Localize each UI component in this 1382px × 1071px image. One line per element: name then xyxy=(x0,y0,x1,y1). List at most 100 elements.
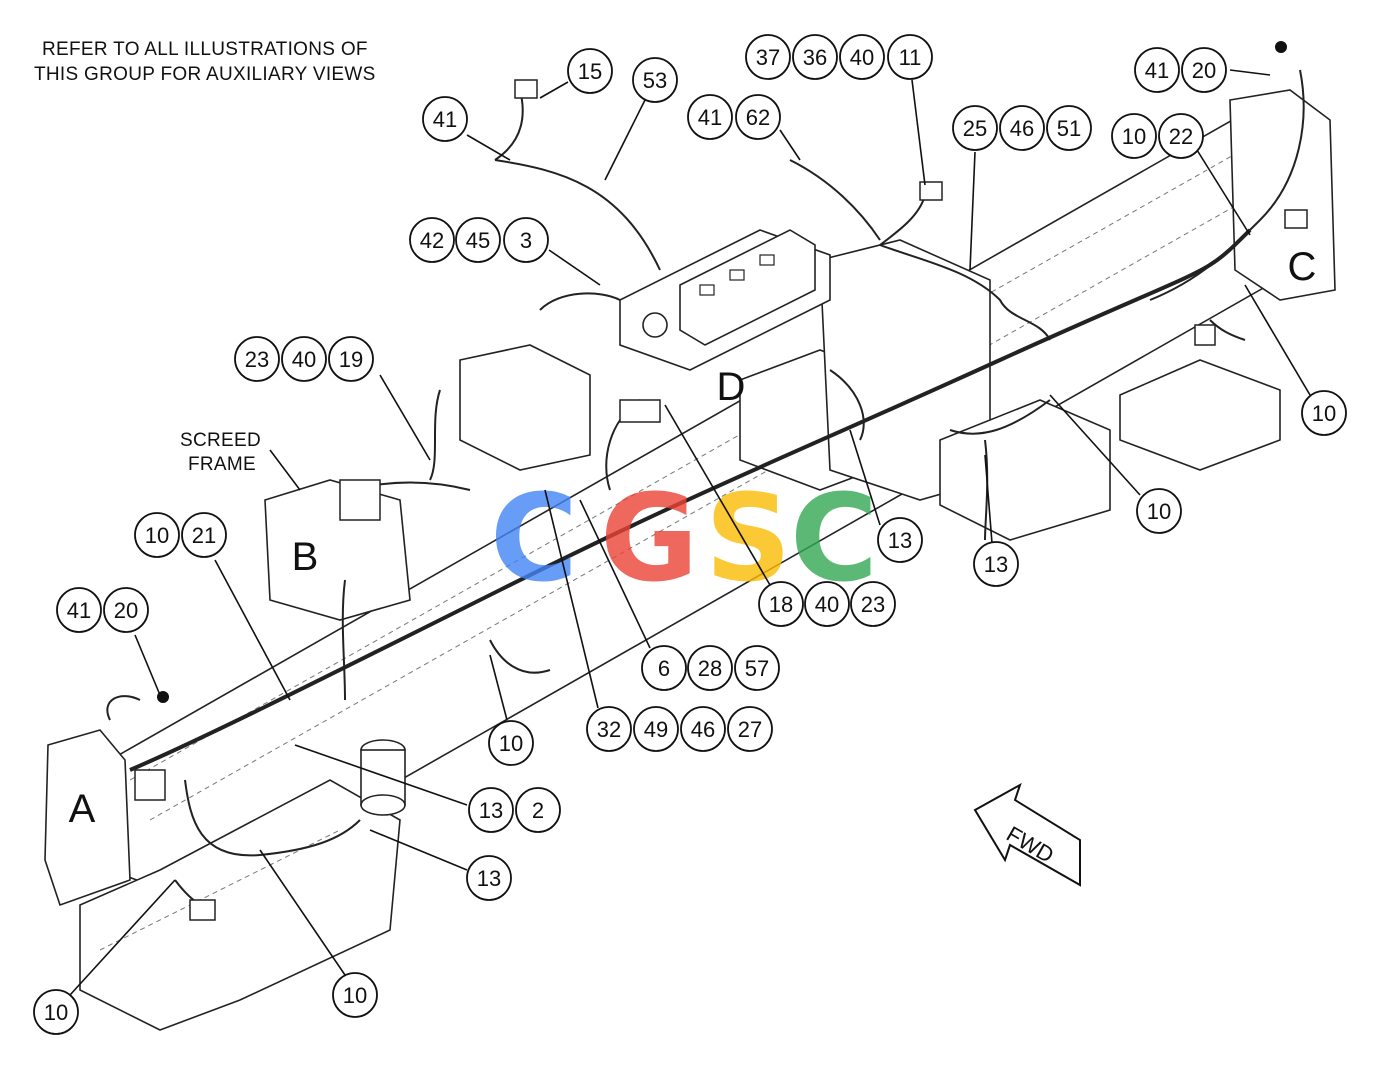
view-label-b: B xyxy=(292,535,319,579)
svg-text:10: 10 xyxy=(1147,499,1171,524)
callout-20: 20 xyxy=(1181,47,1227,93)
svg-text:25: 25 xyxy=(963,116,987,141)
svg-text:27: 27 xyxy=(738,717,762,742)
view-label-d: D xyxy=(717,365,746,409)
svg-text:11: 11 xyxy=(899,45,922,70)
svg-text:40: 40 xyxy=(292,347,316,372)
callout-6: 6 xyxy=(641,645,687,691)
svg-text:36: 36 xyxy=(803,45,827,70)
callout-42: 42 xyxy=(409,217,455,263)
svg-text:51: 51 xyxy=(1057,116,1081,141)
svg-text:15: 15 xyxy=(578,59,602,84)
callout-57: 57 xyxy=(734,645,780,691)
svg-text:49: 49 xyxy=(644,717,668,742)
svg-text:23: 23 xyxy=(245,347,269,372)
callout-28: 28 xyxy=(687,645,733,691)
svg-text:46: 46 xyxy=(1010,116,1034,141)
callout-32: 32 xyxy=(586,706,632,752)
svg-text:20: 20 xyxy=(114,598,138,623)
screed-leader xyxy=(269,449,301,491)
svg-text:41: 41 xyxy=(698,105,722,130)
callout-41: 41 xyxy=(422,96,468,142)
forward-arrow-icon: FWD xyxy=(973,782,1081,887)
screed-label-line1: SCREED xyxy=(180,430,261,451)
svg-text:41: 41 xyxy=(433,107,457,132)
callout-10: 10 xyxy=(1136,488,1182,534)
callout-49: 49 xyxy=(633,706,679,752)
svg-text:62: 62 xyxy=(746,105,770,130)
callout-22: 22 xyxy=(1158,113,1204,159)
svg-text:40: 40 xyxy=(815,592,839,617)
header-note-line1: REFER TO ALL ILLUSTRATIONS OF xyxy=(42,39,368,60)
callout-bubbles: 15 41 53 42 45 3 37 36 40 11 41 62 25 46… xyxy=(33,34,1347,1035)
svg-text:13: 13 xyxy=(984,552,1008,577)
callout-45: 45 xyxy=(455,217,501,263)
callout-2: 2 xyxy=(515,787,561,833)
callout-27: 27 xyxy=(727,706,773,752)
svg-text:32: 32 xyxy=(597,717,621,742)
watermark-letter-1: C xyxy=(490,470,578,609)
control-module xyxy=(619,229,831,371)
callout-13: 13 xyxy=(466,855,512,901)
callout-41: 41 xyxy=(1134,47,1180,93)
callout-15: 15 xyxy=(567,48,613,94)
svg-text:13: 13 xyxy=(477,866,501,891)
svg-text:10: 10 xyxy=(343,983,367,1008)
callout-40: 40 xyxy=(839,34,885,80)
svg-text:10: 10 xyxy=(1122,124,1146,149)
header-note-line2: THIS GROUP FOR AUXILIARY VIEWS xyxy=(34,64,376,85)
callout-10: 10 xyxy=(1111,113,1157,159)
callout-11: 11 xyxy=(887,34,933,80)
screed-label-line2: FRAME xyxy=(188,454,256,475)
svg-text:37: 37 xyxy=(756,45,780,70)
svg-text:45: 45 xyxy=(466,228,490,253)
callout-25: 25 xyxy=(952,105,998,151)
callout-3: 3 xyxy=(503,217,549,263)
svg-text:18: 18 xyxy=(769,592,793,617)
callout-53: 53 xyxy=(632,57,678,103)
callout-40: 40 xyxy=(281,336,327,382)
svg-text:19: 19 xyxy=(339,347,363,372)
svg-text:22: 22 xyxy=(1169,124,1193,149)
callout-46: 46 xyxy=(999,105,1045,151)
view-label-c: C xyxy=(1288,245,1317,289)
callout-41: 41 xyxy=(687,94,733,140)
svg-text:41: 41 xyxy=(1145,58,1169,83)
callout-13: 13 xyxy=(877,517,923,563)
svg-text:6: 6 xyxy=(658,656,670,681)
svg-text:10: 10 xyxy=(145,523,169,548)
leader-lines xyxy=(69,69,1311,996)
callout-19: 19 xyxy=(328,336,374,382)
callout-10: 10 xyxy=(488,720,534,766)
svg-text:41: 41 xyxy=(67,598,91,623)
svg-text:10: 10 xyxy=(44,1000,68,1025)
svg-text:3: 3 xyxy=(520,228,532,253)
svg-text:53: 53 xyxy=(643,68,667,93)
svg-text:20: 20 xyxy=(1192,58,1216,83)
svg-text:13: 13 xyxy=(479,798,503,823)
callout-13: 13 xyxy=(973,541,1019,587)
callout-10: 10 xyxy=(332,972,378,1018)
svg-text:10: 10 xyxy=(499,731,523,756)
callout-40: 40 xyxy=(804,581,850,627)
callout-13: 13 xyxy=(468,787,514,833)
callout-46: 46 xyxy=(680,706,726,752)
svg-text:42: 42 xyxy=(420,228,444,253)
callout-18: 18 xyxy=(758,581,804,627)
svg-text:28: 28 xyxy=(698,656,722,681)
callout-37: 37 xyxy=(745,34,791,80)
svg-text:40: 40 xyxy=(850,45,874,70)
callout-51: 51 xyxy=(1046,105,1092,151)
svg-text:21: 21 xyxy=(192,523,216,548)
callout-10: 10 xyxy=(33,989,79,1035)
wire-harness xyxy=(106,69,1305,911)
components xyxy=(134,41,1308,921)
callout-10: 10 xyxy=(1301,390,1347,436)
callout-20: 20 xyxy=(103,587,149,633)
callout-23: 23 xyxy=(234,336,280,382)
svg-text:2: 2 xyxy=(532,798,544,823)
callout-41: 41 xyxy=(56,587,102,633)
callout-10: 10 xyxy=(134,512,180,558)
svg-text:23: 23 xyxy=(861,592,885,617)
